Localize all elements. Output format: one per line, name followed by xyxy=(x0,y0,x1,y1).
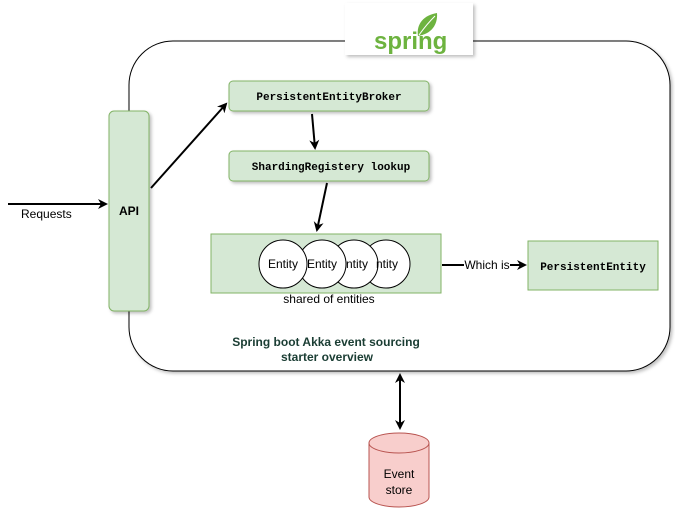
overview-caption-line1: Spring boot Akka event sourcing xyxy=(232,335,420,349)
entity-label-1: Entity xyxy=(268,257,298,271)
entity-label-2: Entity xyxy=(307,257,337,271)
registry-label: ShardingRegistery lookup xyxy=(252,162,411,174)
requests-label: Requests xyxy=(21,207,72,221)
broker-to-registry-arrow xyxy=(309,113,320,150)
api-label: API xyxy=(119,204,139,218)
entity-circle-1[interactable] xyxy=(258,239,308,289)
entities-caption: shared of entities xyxy=(283,292,374,306)
broker-label: PersistentEntityBroker xyxy=(256,92,401,104)
which-is-label: Which is xyxy=(464,258,509,272)
api-node[interactable] xyxy=(108,110,150,312)
registry-to-shard-arrow xyxy=(313,182,328,232)
overview-caption-line2: starter overview xyxy=(281,350,374,364)
event-store-db[interactable] xyxy=(368,432,430,508)
registry-node[interactable] xyxy=(228,150,430,182)
entity-label-4: ntity xyxy=(376,257,398,271)
entity-label-3: ntity xyxy=(346,257,368,271)
broker-node[interactable] xyxy=(228,80,430,112)
spring-logo-text: spring xyxy=(374,28,447,55)
api-to-broker-arrow xyxy=(150,102,228,189)
event-store-label-1: Event xyxy=(384,467,415,481)
persistent-entity-label: PersistentEntity xyxy=(540,262,646,274)
persistent-entity-node[interactable] xyxy=(527,240,659,291)
event-store-label-2: store xyxy=(386,483,413,497)
spring-logo-box xyxy=(345,3,473,55)
which-is-label-bg xyxy=(464,258,510,272)
leaf-icon xyxy=(417,13,438,36)
